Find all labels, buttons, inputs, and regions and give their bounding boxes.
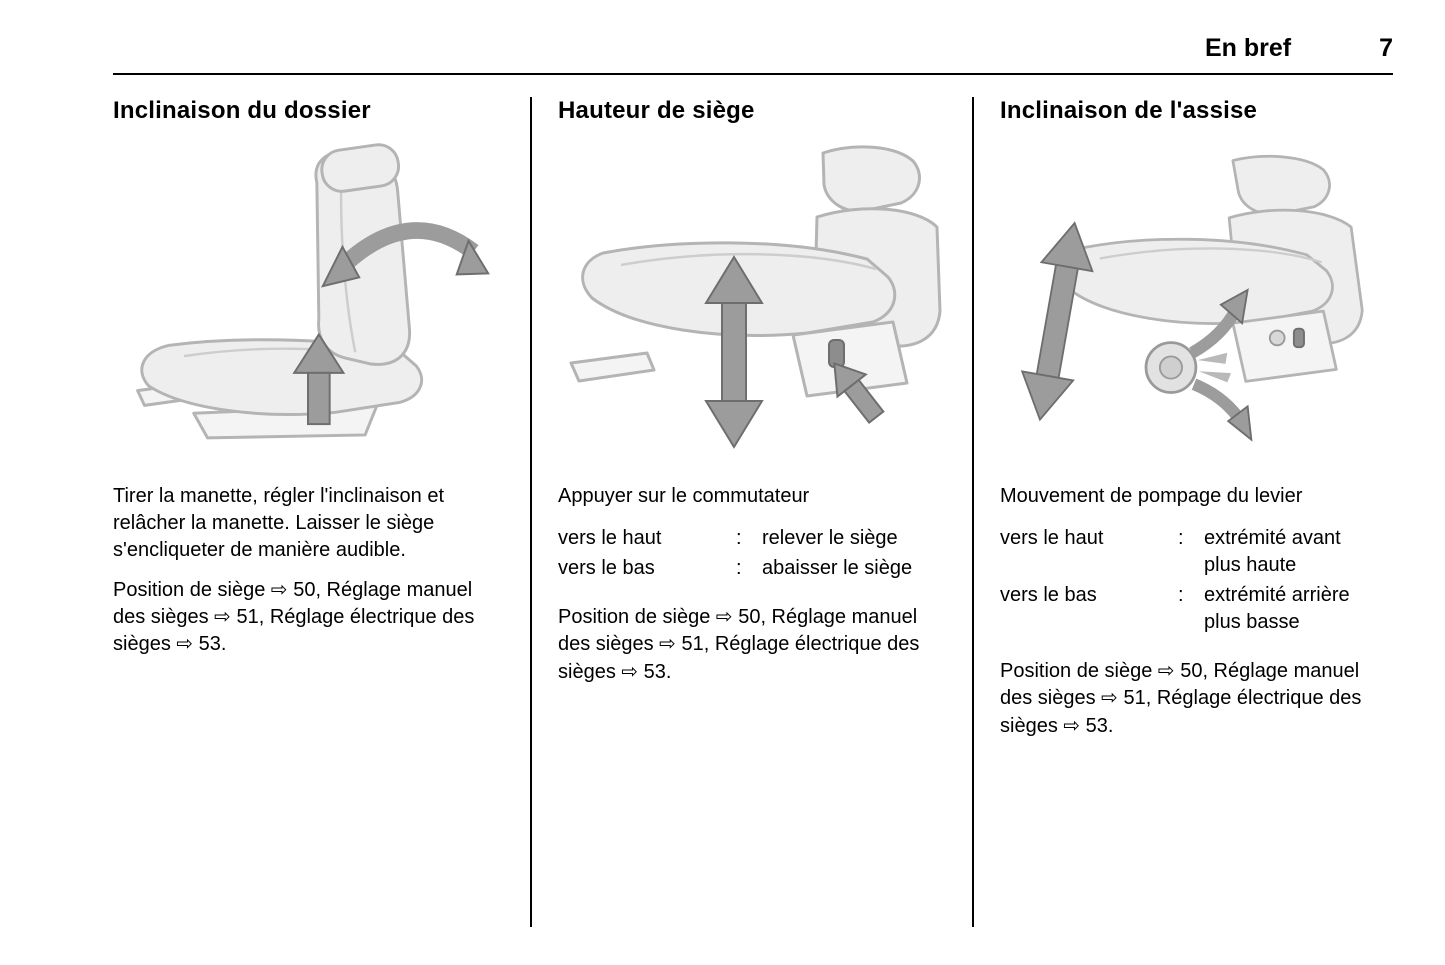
direction-definitions: vers le haut : extrémité avant plus haut… (1000, 525, 1365, 636)
seat-side-panel (791, 320, 909, 398)
seat-switch (828, 339, 845, 368)
seat-headrest (821, 145, 921, 213)
chapter-title: En bref (1204, 34, 1292, 62)
seat-headrest (1231, 154, 1331, 216)
seat-tilt-graphic (1020, 154, 1364, 442)
content-columns: Inclinaison du dossier (113, 97, 1393, 927)
recline-arrow-icon (320, 222, 490, 288)
definition-row: vers le bas : abaisser le siège (558, 555, 944, 582)
seat-cushion-seam (620, 252, 877, 271)
page-number: 7 (1379, 34, 1393, 62)
instruction-paragraph: Appuyer sur le commutateur (558, 485, 810, 507)
seat-front-lever (569, 351, 656, 383)
definition-term: vers le bas (558, 557, 655, 580)
seat-graphic (569, 145, 942, 398)
seat-backrest-recline-illustration (113, 143, 502, 459)
seat-height-illustration (558, 143, 944, 459)
cross-references: Position de siège ⇨ 50, Réglage manuel d… (558, 606, 920, 683)
pump-lever-icon (1144, 341, 1198, 394)
seat-recline-graphic (136, 143, 490, 440)
switch-pointer-arrow-icon (833, 362, 885, 425)
definition-term: vers le haut (558, 527, 662, 550)
definition-description: extrémité avant plus haute (1204, 527, 1341, 577)
seat-graphic (1060, 154, 1364, 383)
tilt-double-arrow-icon (1020, 221, 1094, 422)
instruction-paragraph: Tirer la manette, régler l'inclinaison e… (113, 485, 444, 562)
seat-side-switch (1292, 327, 1305, 349)
definition-separator: : (736, 557, 742, 580)
definition-term: vers le haut (1000, 527, 1104, 550)
lift-arrow-icon (292, 332, 346, 426)
definition-term: vers le bas (1000, 584, 1097, 607)
definition-separator: : (1178, 527, 1184, 550)
column-title: Inclinaison de l'assise (1000, 97, 1258, 124)
pump-up-arrow-icon (1189, 288, 1249, 358)
instruction-paragraph: Mouvement de pompage du levier (1000, 485, 1303, 507)
definition-row: vers le haut : extrémité avant plus haut… (1000, 525, 1365, 579)
definition-row: vers le haut : relever le siège (558, 525, 944, 552)
seat-height-graphic (569, 145, 942, 449)
cross-references: Position de siège ⇨ 50, Réglage manuel d… (1000, 660, 1362, 737)
definition-description: abaisser le siège (762, 557, 913, 580)
definition-description: relever le siège (762, 527, 898, 550)
direction-definitions: vers le haut : relever le siège vers le … (558, 525, 944, 582)
column-title: Hauteur de siège (558, 97, 755, 124)
column-seat-height: Hauteur de siège (530, 97, 972, 927)
seat-side-dial (1268, 329, 1286, 347)
definition-row: vers le bas : extrémité arrière plus bas… (1000, 582, 1365, 636)
definition-description: extrémité arrière plus basse (1204, 584, 1350, 634)
seat-headrest (320, 143, 401, 193)
pump-down-arrow-icon (1191, 378, 1253, 442)
manual-page: En bref 7 Inclinaison du dossier (113, 34, 1393, 927)
column-backrest-inclination: Inclinaison du dossier (113, 97, 530, 927)
pump-fan-lines (1197, 352, 1232, 383)
seat-cushion (1060, 237, 1334, 325)
seat-cushion-seam (1099, 247, 1322, 264)
seat-tilt-illustration (1000, 143, 1365, 459)
definition-separator: : (736, 527, 742, 550)
cross-references: Position de siège ⇨ 50, Réglage manuel d… (113, 578, 475, 655)
seat-side-panel (1231, 309, 1338, 383)
seat-graphic (136, 143, 423, 440)
header-rule (113, 73, 1393, 75)
page-header: En bref 7 (113, 34, 1393, 73)
height-double-arrow-icon (704, 255, 764, 449)
column-cushion-inclination: Inclinaison de l'assise (972, 97, 1393, 927)
column-title: Inclinaison du dossier (113, 97, 371, 124)
definition-separator: : (1178, 584, 1184, 607)
